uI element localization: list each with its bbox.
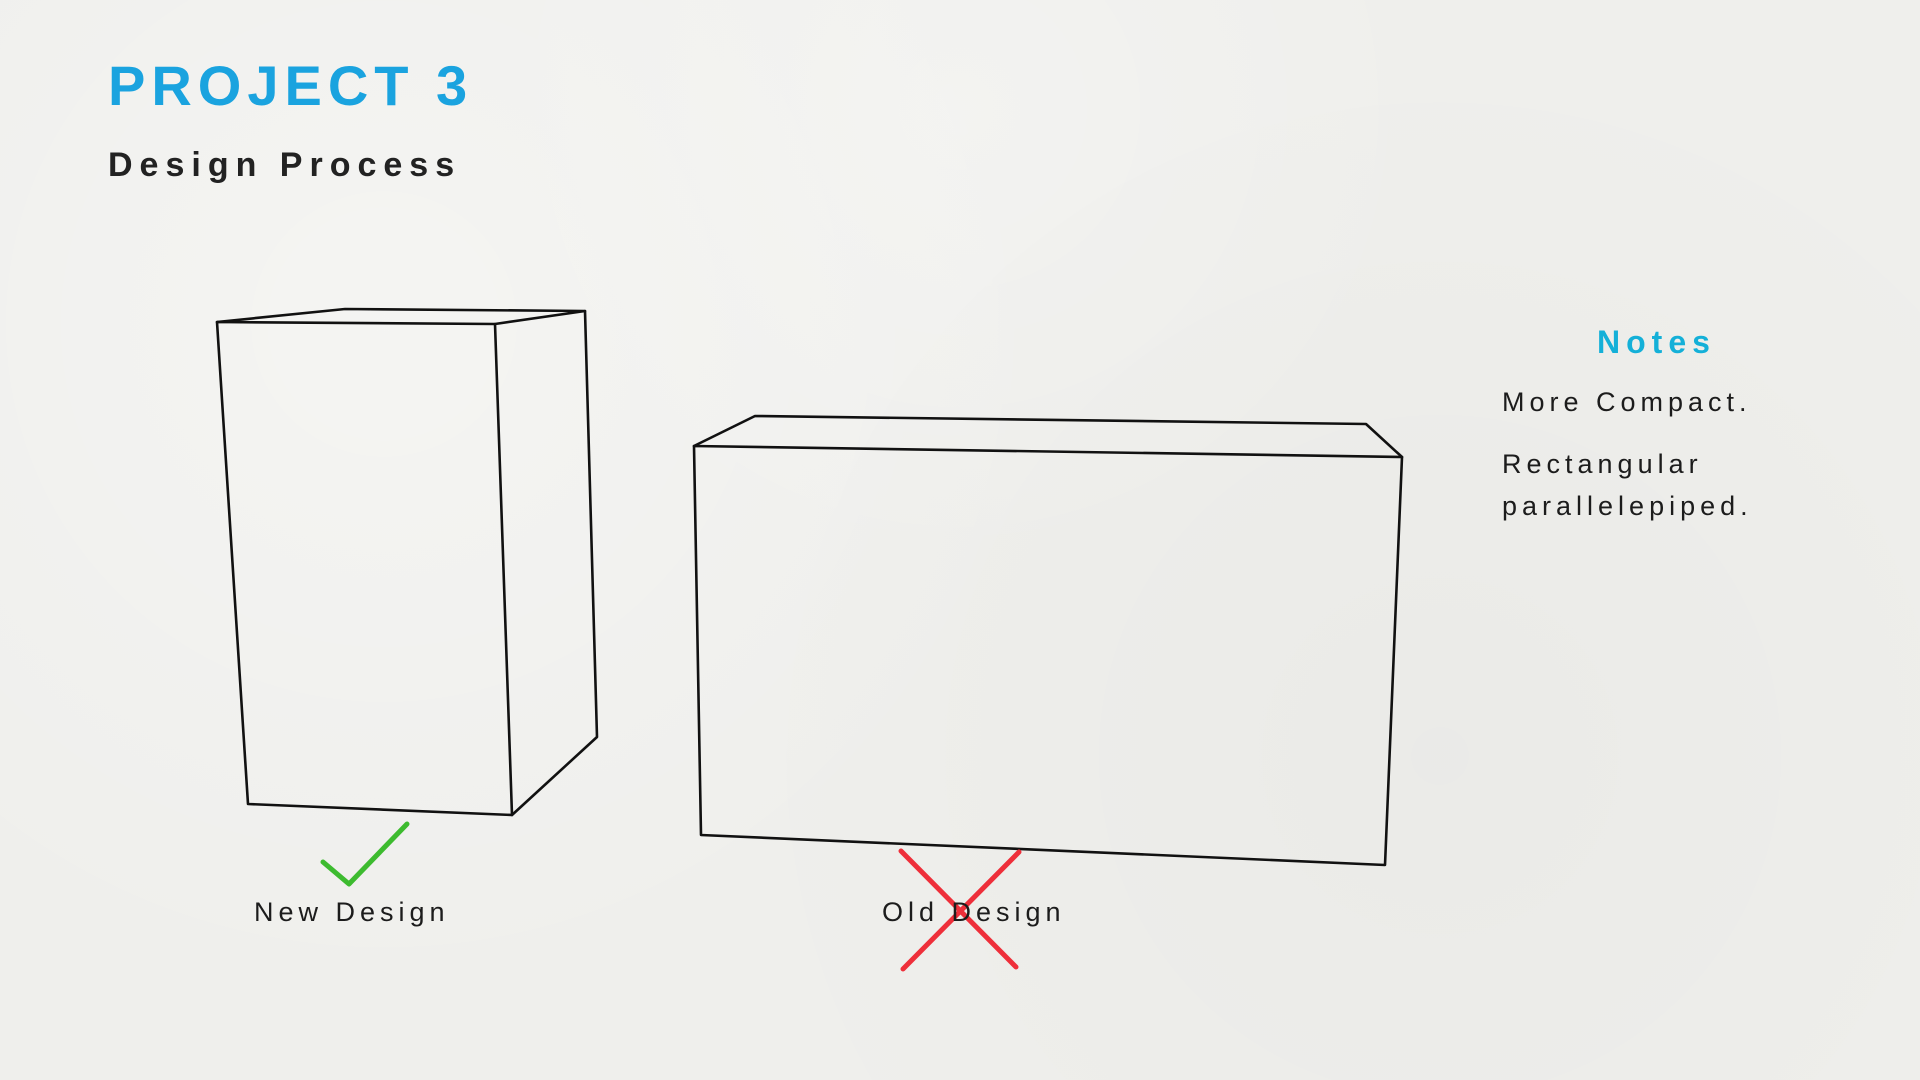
notes-title: Notes bbox=[1597, 324, 1716, 360]
note-item: More Compact. bbox=[1502, 387, 1752, 418]
new-design-label: New Design bbox=[254, 897, 450, 927]
note-item: Rectangular parallelepiped. bbox=[1502, 449, 1753, 522]
old-design-label: Old Design bbox=[882, 897, 1066, 927]
cross-icon bbox=[898, 848, 1022, 972]
check-icon bbox=[320, 821, 410, 887]
new-design-box bbox=[215, 307, 599, 817]
notes-panel: Notes More Compact. Rectangular parallel… bbox=[1502, 323, 1902, 547]
page-subtitle: Design Process bbox=[108, 146, 462, 184]
page-title: PROJECT 3 bbox=[108, 54, 474, 117]
old-design-box bbox=[692, 414, 1404, 867]
